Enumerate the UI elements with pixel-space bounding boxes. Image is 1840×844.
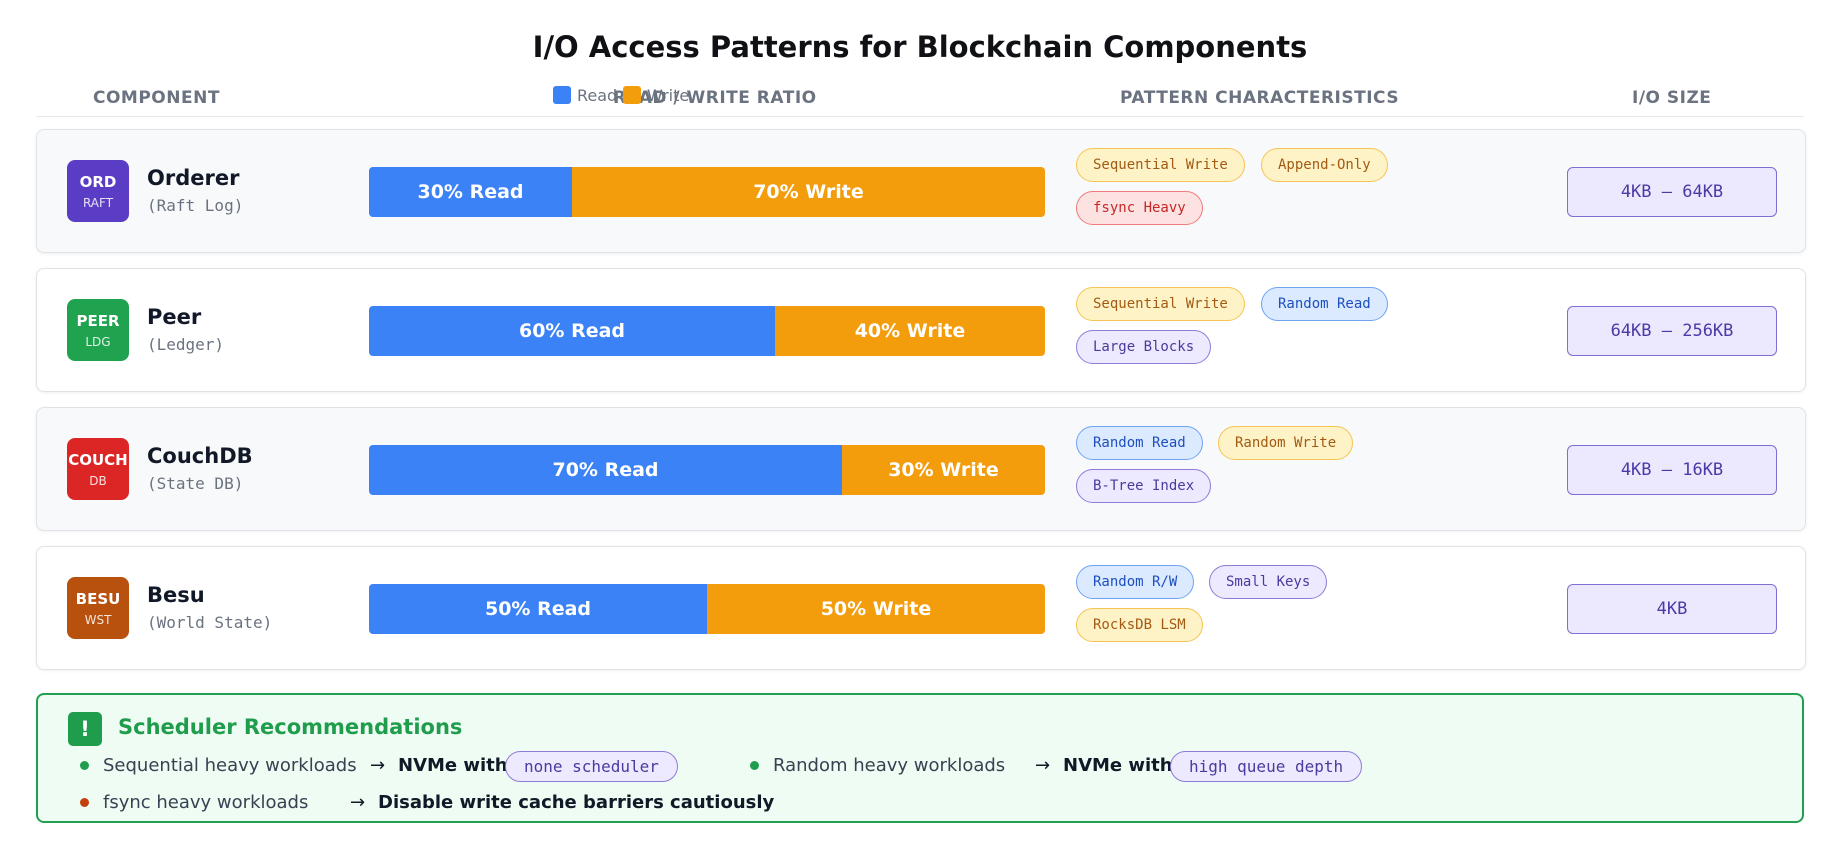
read-segment: 70% Read: [369, 445, 842, 495]
component-badge: BESU WST: [67, 577, 129, 639]
arrow-icon: →: [350, 792, 366, 813]
pattern-tag: Random Read: [1261, 287, 1388, 321]
component-badge: COUCH DB: [67, 438, 129, 500]
read-segment: 60% Read: [369, 306, 775, 356]
pattern-tag: Sequential Write: [1076, 148, 1245, 182]
component-subtitle: (Raft Log): [147, 196, 244, 215]
recommendation-code: high queue depth: [1170, 751, 1363, 782]
component-subtitle: (World State): [147, 613, 273, 632]
pattern-tag: Random Write: [1218, 426, 1354, 460]
exclamation-icon: !: [68, 712, 102, 746]
write-segment: 40% Write: [775, 306, 1045, 356]
bullet-dot: [80, 761, 89, 770]
pattern-tag: RocksDB LSM: [1076, 608, 1203, 642]
recommendation-action: Disable write cache barriers cautiously: [378, 792, 775, 813]
io-size-value: 4KB: [1567, 584, 1777, 634]
recommendation-code: none scheduler: [505, 751, 678, 782]
bullet-dot: [80, 798, 89, 807]
column-header-pattern: PATTERN CHARACTERISTICS: [1120, 88, 1400, 108]
pattern-tag: Append-Only: [1261, 148, 1388, 182]
pattern-tag: Small Keys: [1209, 565, 1328, 599]
io-size-value: 64KB – 256KB: [1567, 306, 1777, 356]
component-name: Orderer: [147, 166, 240, 190]
column-header-ratio: READ / WRITE RATIO: [613, 88, 817, 108]
read-segment: 50% Read: [369, 584, 707, 634]
column-header-component: COMPONENT: [93, 88, 220, 108]
badge-subcode: DB: [89, 474, 107, 488]
arrow-icon: →: [370, 755, 386, 776]
column-header-io-size: I/O SIZE: [1632, 88, 1712, 108]
pattern-tag: B-Tree Index: [1076, 469, 1212, 503]
recommendation-action: NVMe with: [398, 755, 508, 776]
bullet-dot: [750, 761, 759, 770]
chart-title: I/O Access Patterns for Blockchain Compo…: [532, 30, 1308, 64]
recommendation-text: fsync heavy workloads: [103, 792, 309, 813]
legend-swatch-read: [553, 86, 571, 104]
component-subtitle: (Ledger): [147, 335, 225, 354]
badge-subcode: RAFT: [82, 196, 114, 210]
read-segment: 30% Read: [369, 167, 572, 217]
legend-swatch-write: [623, 86, 641, 104]
badge-subcode: LDG: [85, 335, 111, 349]
pattern-tag: Random Read: [1076, 426, 1203, 460]
component-name: CouchDB: [147, 444, 253, 468]
write-segment: 50% Write: [707, 584, 1045, 634]
badge-code: PEER: [76, 312, 120, 330]
arrow-icon: →: [1035, 755, 1051, 776]
badge-subcode: WST: [84, 613, 112, 627]
write-segment: 30% Write: [842, 445, 1045, 495]
header-divider: [36, 116, 1804, 117]
component-badge: ORD RAFT: [67, 160, 129, 222]
scheduler-recommendations: ! Scheduler Recommendations Sequential h…: [36, 693, 1804, 823]
pattern-tag: fsync Heavy: [1076, 191, 1203, 225]
badge-code: BESU: [75, 590, 121, 608]
legend-label-read: Read: [577, 86, 618, 105]
recommendation-action: NVMe with: [1063, 755, 1173, 776]
recommendation-text: Random heavy workloads: [773, 755, 1006, 776]
io-size-value: 4KB – 16KB: [1567, 445, 1777, 495]
pattern-tag: Sequential Write: [1076, 287, 1245, 321]
badge-code: COUCH: [68, 451, 128, 469]
pattern-tag: Random R/W: [1076, 565, 1195, 599]
component-subtitle: (State DB): [147, 474, 244, 493]
badge-code: ORD: [79, 173, 117, 191]
recommendations-title: Scheduler Recommendations: [118, 715, 463, 739]
component-badge: PEER LDG: [67, 299, 129, 361]
pattern-tag: Large Blocks: [1076, 330, 1212, 364]
recommendation-text: Sequential heavy workloads: [103, 755, 357, 776]
io-size-value: 4KB – 64KB: [1567, 167, 1777, 217]
component-name: Peer: [147, 305, 202, 329]
component-name: Besu: [147, 583, 205, 607]
legend-label-write: Write: [647, 86, 690, 105]
write-segment: 70% Write: [572, 167, 1045, 217]
